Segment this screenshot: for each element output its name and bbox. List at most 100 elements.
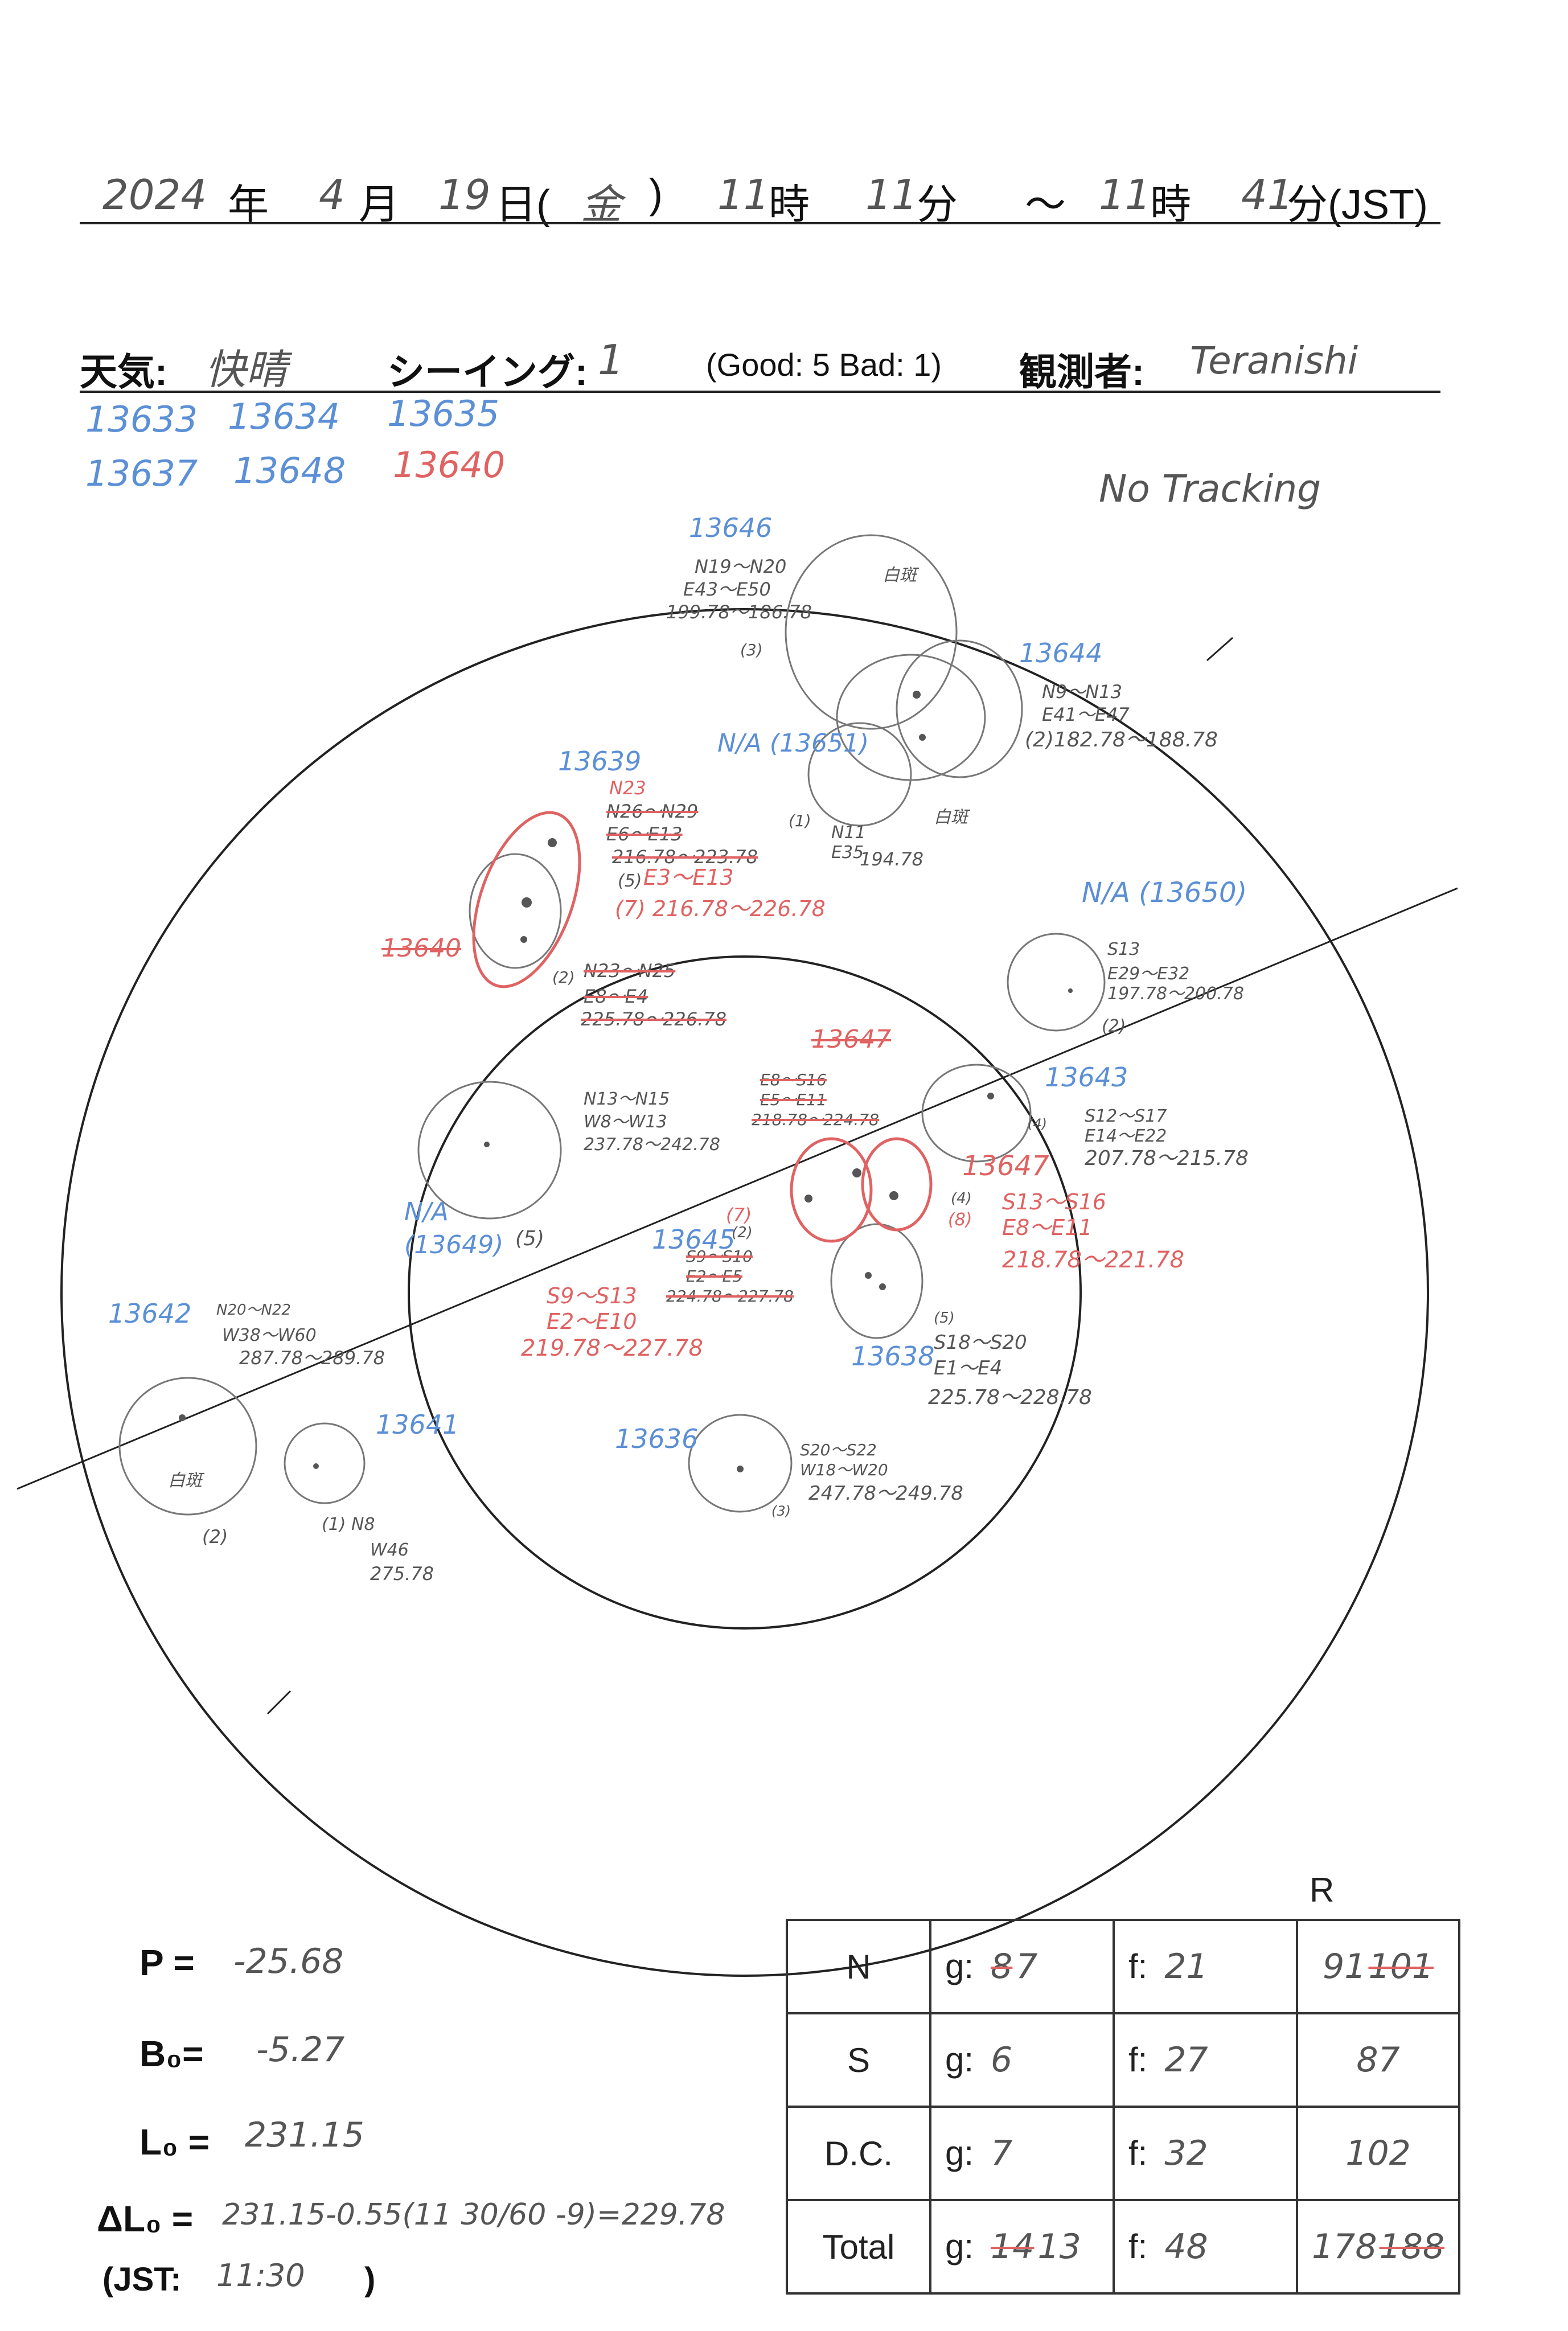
end-minute-unit: 分(JST) xyxy=(1287,182,1428,228)
region-note: 194.78 xyxy=(860,848,923,870)
region-number: 13640 xyxy=(381,934,461,963)
observer-label: 観測者: xyxy=(1019,351,1144,393)
region-note: 白斑 xyxy=(934,807,968,827)
rotation-axis-tick-south xyxy=(266,1690,292,1715)
spot-group-outline xyxy=(896,639,1023,778)
struck-value: 188 xyxy=(1379,2227,1445,2267)
region-note: N23 xyxy=(609,777,646,799)
region-list-item: 13635 xyxy=(387,393,500,434)
year-value: 2024 xyxy=(102,171,207,219)
seeing-scale-note: (Good: 5 Bad: 1) xyxy=(706,347,942,383)
region-note: (3) xyxy=(740,641,763,659)
r-value-cell: 91101 xyxy=(1295,1919,1461,2014)
region-list-item: 13648 xyxy=(233,450,346,491)
region-note: W18～W20 xyxy=(800,1460,888,1479)
month-value: 4 xyxy=(319,171,345,219)
region-note: 197.78～200.78 xyxy=(1107,984,1244,1004)
row-label: Total xyxy=(786,2199,931,2295)
hour-unit: 時 xyxy=(769,182,810,228)
region-note: (7) xyxy=(726,1204,752,1226)
month-unit: 月 xyxy=(359,182,400,228)
end-hour-unit: 時 xyxy=(1150,182,1192,228)
region-number: N/A (13651) xyxy=(717,729,869,758)
region-note: N13～N15 xyxy=(584,1089,670,1109)
region-note: 237.78～242.78 xyxy=(584,1135,720,1155)
region-note: (5) xyxy=(515,1227,544,1250)
p-value: -25.68 xyxy=(233,1942,344,1981)
year-unit: 年 xyxy=(228,182,269,228)
region-note: 199.78～186.78 xyxy=(666,601,812,623)
r-value-cell: 87 xyxy=(1295,2012,1461,2108)
table-row: D.C. g:7 f:32 102 xyxy=(786,2106,1461,2201)
jst-label: (JST: xyxy=(102,2261,182,2298)
region-note: (8) xyxy=(948,1210,972,1230)
region-list-item: 13633 xyxy=(85,399,198,440)
corrected-value: 91 xyxy=(1323,1947,1366,1987)
region-note: 白斑 xyxy=(882,565,917,585)
region-note: S9～S13 xyxy=(547,1283,637,1308)
region-note: E41～E47 xyxy=(1042,704,1130,725)
region-number: 13644 xyxy=(1019,638,1103,668)
weather-value: 快晴 xyxy=(205,346,288,393)
spot-count-cell: f:27 xyxy=(1113,2012,1298,2108)
region-note: 207.78～215.78 xyxy=(1085,1147,1249,1170)
region-note: (4) xyxy=(951,1190,972,1207)
r-value-cell: 178188 xyxy=(1295,2199,1461,2295)
spot-group-outline xyxy=(921,1064,1032,1163)
row-label: D.C. xyxy=(786,2106,931,2201)
delta-l0-label: ΔL₀ = xyxy=(97,2198,194,2239)
minute-unit: 分 xyxy=(917,182,958,228)
region-note: S9～S10 xyxy=(686,1247,753,1266)
region-note: E6～E13 xyxy=(606,823,683,845)
region-number: 13643 xyxy=(1045,1062,1128,1093)
region-note: S20～S22 xyxy=(800,1441,877,1459)
region-note: N19～N20 xyxy=(695,556,787,577)
corrected-value: 178 xyxy=(1312,2227,1377,2267)
weather-label: 天気: xyxy=(80,351,167,393)
region-number: N/A (13649) xyxy=(404,1197,504,1259)
region-note: N11 xyxy=(831,823,866,843)
region-note: 225.78～228.78 xyxy=(928,1386,1092,1409)
region-note: W46 xyxy=(370,1540,409,1560)
spot-count-cell: f:48 xyxy=(1113,2199,1298,2295)
region-note: S13～S16 xyxy=(1002,1189,1106,1214)
spot-group-outline xyxy=(417,1081,562,1220)
region-list-item: 13637 xyxy=(85,453,198,494)
region-note: (2) xyxy=(202,1526,228,1548)
time-range-tilde: ～ xyxy=(1025,182,1066,228)
seeing-label: シーイング: xyxy=(387,351,588,393)
spot-group-outline xyxy=(469,853,562,969)
group-count-cell: g:7 xyxy=(929,2106,1115,2201)
region-note: 216.78～223.78 xyxy=(612,846,758,868)
region-note: N9～N13 xyxy=(1042,681,1122,703)
spot-group-outline xyxy=(785,534,958,730)
region-number: 13647 xyxy=(811,1025,891,1054)
region-note: S18～S20 xyxy=(934,1331,1027,1354)
region-note: S13 xyxy=(1107,939,1140,959)
spot-count-cell: f:32 xyxy=(1113,2106,1298,2201)
jst-close: ) xyxy=(364,2261,376,2298)
row-label: N xyxy=(786,1919,931,2014)
region-number: 13642 xyxy=(108,1298,192,1329)
group-count-cell: g:6 xyxy=(929,2012,1115,2108)
struck-value: 14 xyxy=(991,2227,1035,2267)
region-note: 219.78～227.78 xyxy=(521,1335,703,1361)
weekday-value: 金 xyxy=(581,180,622,228)
spot-group-outline xyxy=(807,722,912,827)
tracking-note: No Tracking xyxy=(1099,467,1321,511)
region-note: 275.78 xyxy=(370,1563,434,1585)
region-note: (2) xyxy=(552,968,575,987)
start-minute: 11 xyxy=(865,171,918,219)
seeing-value: 1 xyxy=(598,336,624,384)
region-note: E43～E50 xyxy=(683,578,771,600)
region-note: (1) xyxy=(789,811,811,830)
region-note: (4) xyxy=(1028,1116,1047,1132)
delta-l0-value: 231.15-0.55(11 30/60 -9)=229.78 xyxy=(222,2198,725,2232)
b0-label: B₀= xyxy=(139,2033,204,2074)
struck-value: 101 xyxy=(1368,1947,1434,1987)
rotation-axis-tick-north xyxy=(1206,637,1233,662)
l0-value: 231.15 xyxy=(245,2115,364,2155)
